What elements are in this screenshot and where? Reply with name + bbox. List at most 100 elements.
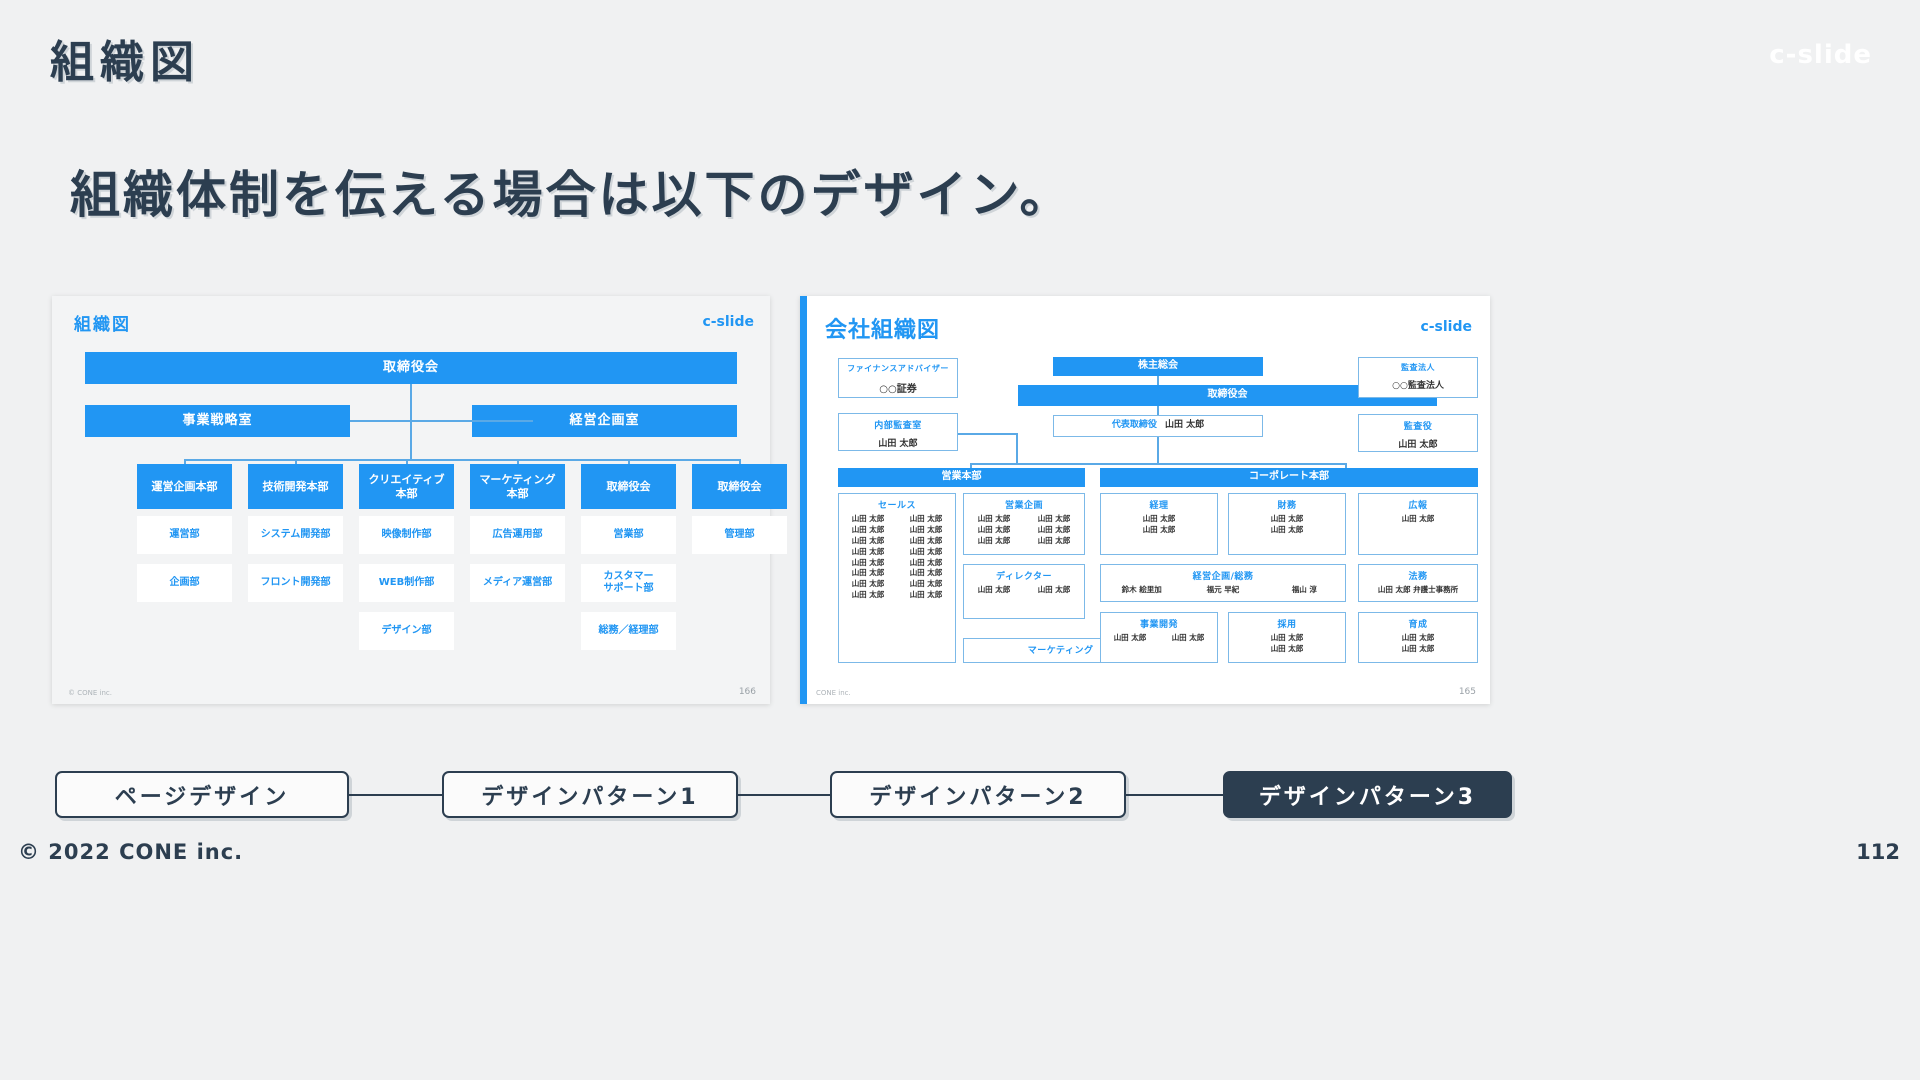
left-box-department-4-1: カスタマーサポート部 bbox=[581, 564, 676, 602]
member-name: 山田 太郎 bbox=[909, 546, 943, 556]
left-slide-title: 組織図 bbox=[74, 315, 131, 335]
member-name-list: 山田 太郎山田 太郎 bbox=[1359, 633, 1477, 655]
member-name: 山田 太郎 bbox=[1037, 514, 1071, 523]
connector-line bbox=[1157, 376, 1159, 385]
right-box-auditor: 監査役山田 太郎 bbox=[1358, 414, 1478, 452]
member-name: 山田 太郎 bbox=[851, 524, 885, 534]
member-name: 鈴木 絵里加 bbox=[1121, 585, 1162, 594]
member-name: 山田 太郎 bbox=[851, 535, 885, 545]
member-name-list: 山田 太郎 bbox=[1359, 514, 1477, 525]
group-title: 経営企画/総務 bbox=[1192, 572, 1254, 582]
connector-line bbox=[1157, 406, 1159, 415]
member-name: 山田 太郎 bbox=[851, 579, 885, 589]
connector-line bbox=[294, 459, 297, 464]
left-slide-page-number: 166 bbox=[738, 687, 756, 697]
left-box-division-4: 取締役会 bbox=[581, 464, 676, 509]
connector-line bbox=[958, 433, 1018, 435]
left-box-department-3-0: 広告運用部 bbox=[470, 516, 565, 554]
member-name: 山田 太郎 bbox=[977, 585, 1011, 594]
member-name-list: 山田 太郎山田 太郎 bbox=[1229, 633, 1345, 655]
slide-preview-right[interactable]: 会社組織図 c-slide CONE inc. 165 ファイナンスアドバイザー… bbox=[800, 296, 1490, 704]
page-title: 組織体制を伝える場合は以下のデザイン。 bbox=[70, 166, 1073, 224]
member-name: 山田 太郎 bbox=[1037, 585, 1071, 594]
member-name: 山田 太郎 bbox=[1270, 524, 1304, 534]
brand-logo: c-slide bbox=[1769, 40, 1872, 70]
left-slide-brand: c-slide bbox=[702, 314, 754, 330]
nav-button-2[interactable]: デザインパターン1 bbox=[442, 771, 738, 818]
connector-line bbox=[516, 459, 519, 464]
member-name: 山田 太郎 bbox=[1037, 535, 1071, 545]
left-box-department-0-1: 企画部 bbox=[137, 564, 232, 602]
member-name-list: 山田 太郎山田 太郎 bbox=[1101, 633, 1217, 644]
nav-button-4[interactable]: デザインパターン3 bbox=[1223, 771, 1512, 818]
group-title: マーケティング bbox=[1027, 645, 1094, 656]
finance-advisor-label: ファイナンスアドバイザー bbox=[847, 364, 949, 373]
connector-line bbox=[738, 459, 741, 464]
right-group-sales-2: ディレクター山田 太郎山田 太郎 bbox=[963, 564, 1085, 619]
member-name: 山田 太郎 bbox=[1142, 524, 1176, 534]
right-group-corporate-0: 経理山田 太郎山田 太郎 bbox=[1100, 493, 1218, 555]
representative-label: 代表取締役 bbox=[1111, 420, 1157, 431]
left-slide-footer: © CONE inc. bbox=[68, 689, 112, 697]
right-group-corporate-7: 育成山田 太郎山田 太郎 bbox=[1358, 612, 1478, 663]
group-title: 経理 bbox=[1149, 501, 1169, 511]
page-number: 112 bbox=[1856, 840, 1900, 864]
left-box-strategy: 事業戦略室 bbox=[85, 405, 350, 437]
member-name: 山田 太郎 bbox=[977, 535, 1011, 545]
group-title: 事業開発 bbox=[1139, 620, 1178, 630]
member-name: 山田 太郎 bbox=[851, 546, 885, 556]
member-name: 山田 太郎 bbox=[909, 524, 943, 534]
member-name: 山田 太郎 bbox=[909, 557, 943, 567]
slide-preview-left[interactable]: 組織図 c-slide © CONE inc. 166 取締役会事業戦略室経営企… bbox=[52, 296, 787, 704]
member-name: 山田 太郎 bbox=[909, 514, 943, 523]
connector-line bbox=[405, 459, 408, 464]
copyright-text: © 2022 CONE inc. bbox=[18, 840, 244, 864]
left-box-department-2-2: デザイン部 bbox=[359, 612, 454, 650]
left-box-department-4-2: 総務／経理部 bbox=[581, 612, 676, 650]
left-box-department-1-1: フロント開発部 bbox=[248, 564, 343, 602]
connector-line bbox=[184, 459, 740, 461]
member-name: 山田 太郎 bbox=[1401, 633, 1435, 642]
member-name: 山田 太郎 bbox=[977, 514, 1011, 523]
internal-audit-label: 内部監査室 bbox=[874, 421, 922, 431]
internal-audit-value: 山田 太郎 bbox=[878, 439, 918, 449]
left-box-department-2-1: WEB制作部 bbox=[359, 564, 454, 602]
connector-line bbox=[970, 463, 1346, 465]
nav-connector bbox=[349, 794, 442, 796]
member-name: 山田 太郎 bbox=[909, 579, 943, 589]
nav-connector bbox=[738, 794, 830, 796]
right-group-corporate-1: 財務山田 太郎山田 太郎 bbox=[1228, 493, 1346, 555]
member-name: 福山 淳 bbox=[1291, 585, 1317, 594]
right-box-corporate-division: コーポレート本部 bbox=[1100, 468, 1478, 487]
right-group-corporate-4: 法務山田 太郎 弁護士事務所 bbox=[1358, 564, 1478, 602]
right-box-internal-audit: 内部監査室山田 太郎 bbox=[838, 413, 958, 451]
member-name: 山田 太郎 bbox=[909, 535, 943, 545]
right-box-directors: 取締役会 bbox=[1018, 385, 1437, 406]
nav-button-1[interactable]: ページデザイン bbox=[55, 771, 349, 818]
left-box-division-1: 技術開発本部 bbox=[248, 464, 343, 509]
group-title: 営業企画 bbox=[1004, 501, 1043, 511]
nav-button-3[interactable]: デザインパターン2 bbox=[830, 771, 1126, 818]
audit-firm-label: 監査法人 bbox=[1401, 363, 1435, 372]
left-box-top: 取締役会 bbox=[85, 352, 737, 384]
left-box-division-2: クリエイティブ本部 bbox=[359, 464, 454, 509]
left-box-department-1-0: システム開発部 bbox=[248, 516, 343, 554]
member-name: 山田 太郎 bbox=[1401, 514, 1435, 523]
right-group-corporate-2: 広報山田 太郎 bbox=[1358, 493, 1478, 555]
member-name: 山田 太郎 bbox=[977, 524, 1011, 534]
representative-value: 山田 太郎 bbox=[1164, 420, 1205, 431]
right-box-audit-firm: 監査法人 ○○監査法人 bbox=[1358, 357, 1478, 398]
audit-firm-value: ○○監査法人 bbox=[1392, 381, 1444, 391]
connector-line bbox=[1157, 437, 1159, 463]
right-slide-page-number: 165 bbox=[1458, 687, 1476, 697]
right-group-sales-1: 営業企画山田 太郎山田 太郎山田 太郎山田 太郎山田 太郎山田 太郎 bbox=[963, 493, 1085, 555]
right-box-shareholders: 株主総会 bbox=[1053, 357, 1263, 376]
connector-line bbox=[627, 459, 630, 464]
auditor-label: 監査役 bbox=[1403, 422, 1433, 432]
group-title: セールス bbox=[877, 501, 916, 511]
member-name: 山田 太郎 bbox=[1401, 643, 1435, 653]
left-box-division-3: マーケティング本部 bbox=[470, 464, 565, 509]
connector-line bbox=[183, 459, 186, 464]
member-name-list: 山田 太郎山田 太郎 bbox=[1229, 514, 1345, 536]
member-name: 山田 太郎 bbox=[1270, 514, 1304, 523]
